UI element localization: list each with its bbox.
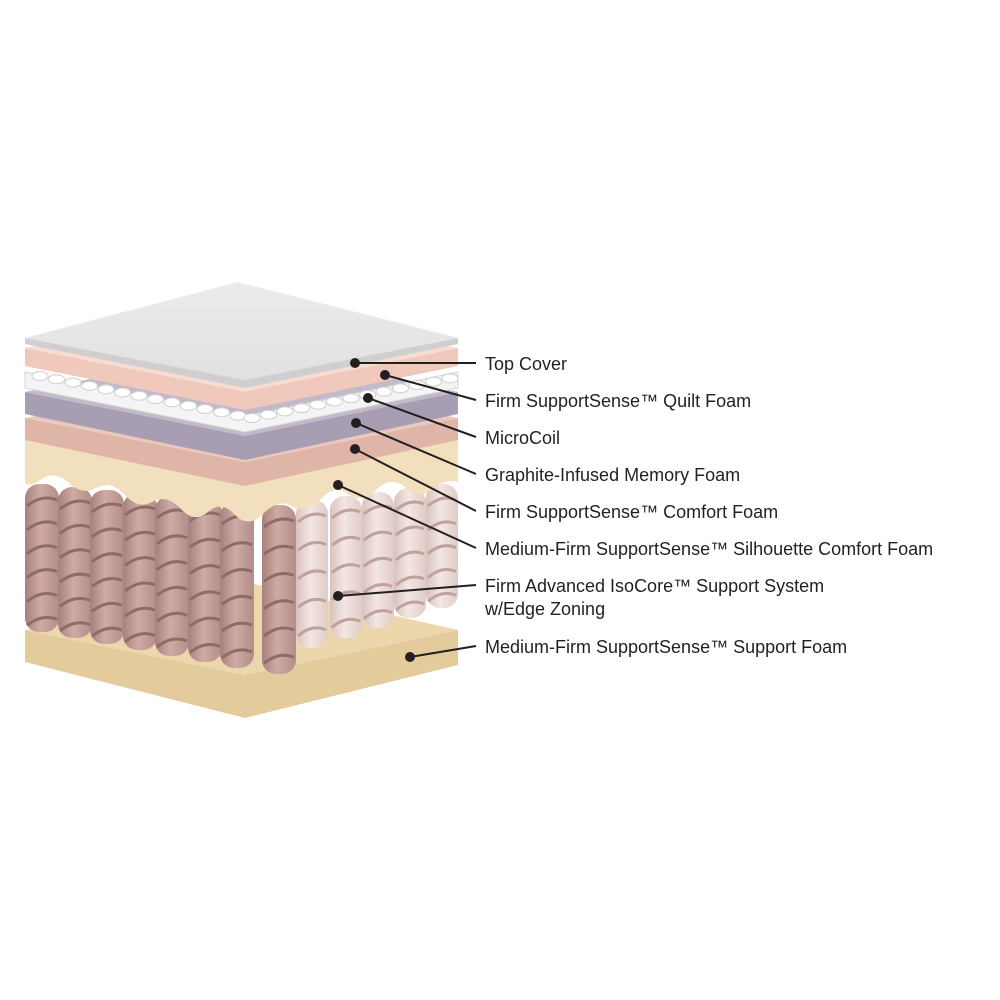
coil-dark (25, 484, 59, 632)
layer-label: Graphite-Infused Memory Foam (485, 465, 740, 485)
layer-label: MicroCoil (485, 428, 560, 448)
microcoil-bubble (276, 406, 294, 417)
microcoil-bubble (326, 396, 343, 407)
microcoil-bubble (342, 393, 360, 404)
layer-label: Medium-Firm SupportSense™ Support Foam (485, 637, 847, 657)
microcoil-bubble (147, 394, 164, 405)
leader-line (355, 422, 477, 475)
callout-5: Firm SupportSense™ Comfort Foam (350, 444, 778, 522)
callout-dot (350, 358, 360, 368)
callout-2: Firm SupportSense™ Quilt Foam (380, 370, 751, 411)
callout-dot (333, 591, 343, 601)
leader-line (337, 584, 477, 597)
microcoil-bubble (441, 373, 459, 384)
microcoil-bubble (425, 376, 442, 387)
callout-dot (405, 652, 415, 662)
callout-4: Graphite-Infused Memory Foam (351, 418, 740, 485)
coil-dark (262, 505, 296, 674)
callout-dot (363, 393, 373, 403)
coil-light (362, 492, 394, 628)
microcoil-bubble (196, 404, 214, 414)
coil-dark (188, 499, 222, 662)
callout-8: Medium-Firm SupportSense™ Support Foam (405, 637, 847, 662)
callout-6: Medium-Firm SupportSense™ Silhouette Com… (333, 480, 933, 559)
layer-label: Firm SupportSense™ Comfort Foam (485, 502, 778, 522)
microcoil-bubble (97, 384, 115, 395)
layer-label: Firm Advanced IsoCore™ Support System (485, 576, 824, 596)
leader-line (409, 645, 477, 658)
microcoil-bubble (243, 413, 261, 423)
microcoil-bubble (114, 387, 131, 398)
leader-line (384, 374, 477, 401)
coil-dark (90, 490, 124, 644)
callout-dot (351, 418, 361, 428)
microcoil-bubble (31, 371, 49, 381)
microcoil-bubble (260, 409, 277, 420)
callout-dot (380, 370, 390, 380)
callout-dot (333, 480, 343, 490)
callout-7: Firm Advanced IsoCore™ Support System w/E… (333, 576, 824, 619)
microcoil-bubble (293, 403, 310, 414)
leader-line (354, 448, 477, 512)
layer-label: Medium-Firm SupportSense™ Silhouette Com… (485, 539, 933, 559)
leader-line (337, 484, 477, 549)
microcoil-bubble (163, 397, 181, 408)
microcoil-bubble (81, 380, 98, 391)
coil-light (330, 496, 362, 638)
coil-light (296, 500, 328, 648)
layer-label: Top Cover (485, 354, 567, 374)
microcoil-bubble (48, 374, 65, 385)
leader-line (367, 397, 477, 438)
callout-1: Top Cover (350, 354, 567, 374)
layer-label: Firm SupportSense™ Quilt Foam (485, 391, 751, 411)
microcoil-bubble (130, 390, 148, 401)
microcoil-bubble (213, 407, 230, 418)
microcoil-bubble (309, 399, 327, 410)
coil-dark (58, 487, 92, 638)
top-cover-layer (25, 282, 458, 388)
coil-dark (220, 502, 254, 668)
coil-light (426, 484, 458, 608)
layer-label: w/Edge Zoning (484, 599, 605, 619)
microcoil-bubble (180, 400, 197, 411)
coil-dark (155, 496, 189, 656)
support-foam-side (25, 630, 458, 718)
callout-3: MicroCoil (363, 393, 560, 448)
microcoil-bubble (392, 383, 409, 394)
coil-light (394, 488, 426, 618)
microcoil-layer (24, 371, 459, 433)
callout-dot (350, 444, 360, 454)
microcoil-bubble (375, 386, 393, 397)
coil-dark (123, 493, 157, 650)
microcoil-bubble (64, 377, 82, 388)
